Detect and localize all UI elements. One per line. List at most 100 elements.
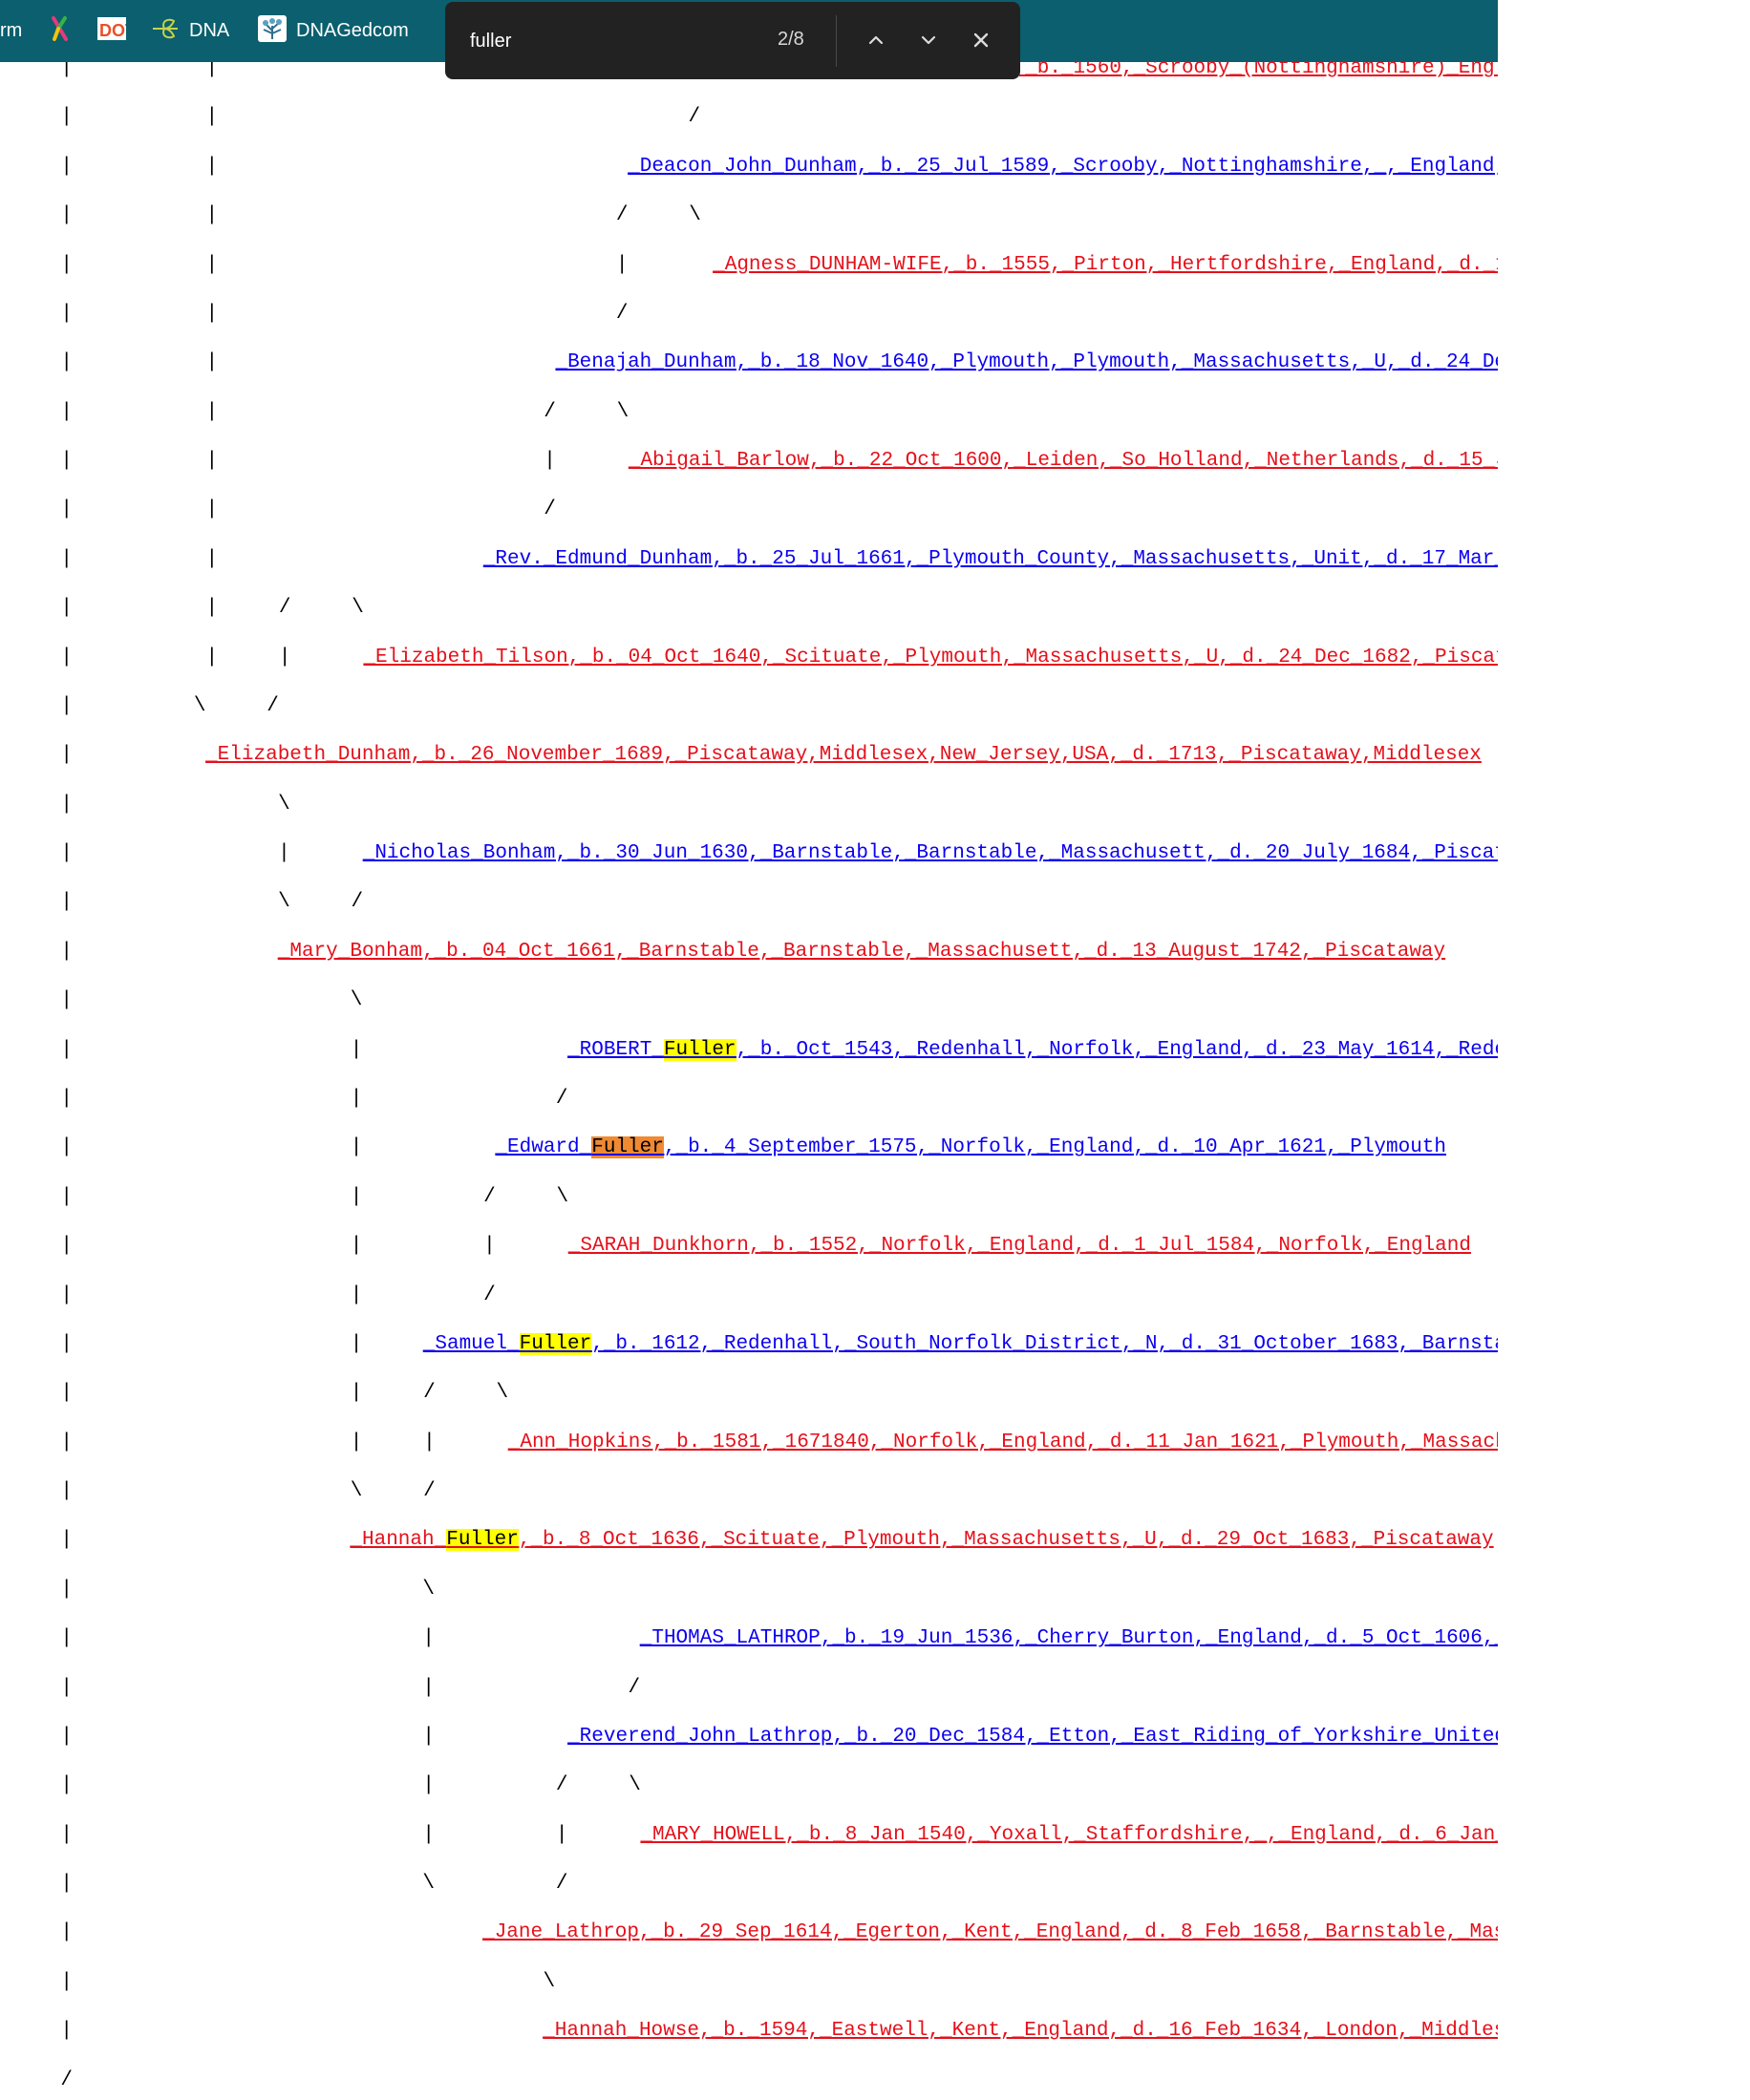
tree-connector: | \	[60, 793, 290, 816]
tree-connector: | | /	[60, 302, 629, 325]
tree-connector: | |	[60, 1038, 363, 1061]
tree-connector: | | /	[60, 1283, 496, 1306]
tree-person-row: | | _THOMAS_LATHROP,_b._19_Jun_1536,_Che…	[0, 1620, 1498, 1658]
tree-connector-row: | \	[0, 1571, 1498, 1609]
pedigree-chart: | | _Thomas_Dunham,_b._1560,_Scrooby_(No…	[0, 0, 1498, 2091]
tree-connector: |	[60, 744, 74, 767]
tree-connector-row: | | / \	[0, 1178, 1498, 1217]
bookmark-partial[interactable]: rm	[0, 0, 22, 62]
close-icon	[973, 32, 989, 48]
tree-connector: | |	[60, 57, 219, 79]
tree-connector: | | |	[60, 253, 629, 276]
person-link[interactable]: _Edward_Fuller,_b._4_September_1575,_Nor…	[495, 1136, 1447, 1159]
colorful-x-icon	[50, 15, 71, 48]
tree-connector: | \	[60, 1970, 556, 1993]
person-link[interactable]: _Ann_Hopkins,_b._1581,_1671840,_Norfolk,…	[507, 1431, 1498, 1453]
find-bar: 2/8	[445, 2, 1020, 79]
tree-connector: |	[60, 1921, 74, 1944]
tree-connector-row: | | /	[0, 1080, 1498, 1118]
tree-connector-row: | | / \	[0, 1374, 1498, 1412]
tree-connector: | |	[60, 1136, 363, 1159]
close-find-button[interactable]	[962, 21, 1000, 59]
person-link[interactable]: _ROBERT_Fuller,_b._Oct_1543,_Redenhall,_…	[567, 1038, 1498, 1061]
tree-connector: | | /	[60, 1676, 641, 1699]
tree-connector: | |	[60, 547, 219, 570]
person-link[interactable]: _Deacon_John_Dunham,_b._25_Jul_1589,_Scr…	[628, 155, 1498, 178]
tree-person-row: | | | _Ann_Hopkins,_b._1581,_1671840,_No…	[0, 1424, 1498, 1462]
tree-person-row: | | | _Agness_DUNHAM-WIFE,_b._1555,_Pirt…	[0, 246, 1498, 285]
svg-text:DOT: DOT	[99, 21, 126, 40]
family-tree-icon	[258, 14, 287, 48]
search-match: Fuller	[519, 1332, 592, 1355]
tree-person-row: | | _Benajah_Dunham,_b._18_Nov_1640,_Ply…	[0, 344, 1498, 382]
tree-connector: | |	[60, 155, 219, 178]
find-input[interactable]	[470, 25, 757, 57]
dna-leaf-icon	[151, 16, 180, 47]
tree-connector: | \ /	[60, 891, 364, 914]
tree-person-row: | _Jane_Lathrop,_b._29_Sep_1614,_Egerton…	[0, 1914, 1498, 1952]
person-link[interactable]: _Rev._Edmund_Dunham,_b._25_Jul_1661,_Ply…	[482, 547, 1498, 570]
person-link[interactable]: _Hannah_Fuller,_b._8_Oct_1636,_Scituate,…	[350, 1529, 1494, 1552]
tree-connector: | | /	[60, 106, 701, 129]
tree-connector-row: | | /	[0, 295, 1498, 333]
tree-connector-row: /	[0, 2062, 1498, 2100]
next-match-button[interactable]	[909, 21, 948, 59]
tree-connector: | \ /	[60, 694, 279, 717]
bookmark-x[interactable]	[50, 0, 80, 62]
tree-connector: | \ /	[60, 1480, 436, 1503]
bookmark-dot[interactable]: DOT	[97, 0, 136, 62]
person-link[interactable]: _SARAH_Dunkhorn,_b._1552,_Norfolk,_Engla…	[567, 1235, 1471, 1258]
tree-connector-row: | | / \	[0, 393, 1498, 432]
bookmark-dnagedcom[interactable]: DNAGedcom	[258, 0, 409, 62]
person-link[interactable]: _Nicholas_Bonham,_b._30_Jun_1630,_Barnst…	[362, 842, 1498, 865]
person-link[interactable]: _Reverend_John_Lathrop,_b._20_Dec_1584,_…	[567, 1725, 1498, 1748]
tree-person-row: | | _ROBERT_Fuller,_b._Oct_1543,_Redenha…	[0, 1031, 1498, 1070]
person-link[interactable]: _MARY_HOWELL,_b._8_Jan_1540,_Yoxall,_Sta…	[640, 1823, 1498, 1846]
tree-person-row: | | _Reverend_John_Lathrop,_b._20_Dec_15…	[0, 1718, 1498, 1756]
tree-connector: | | / \	[60, 1774, 641, 1797]
search-match: Fuller	[446, 1529, 519, 1552]
tree-connector-row: | \ /	[0, 1473, 1498, 1511]
tree-connector: | | / \	[60, 1185, 569, 1208]
bookmark-label: rm	[0, 20, 23, 41]
person-link[interactable]: _Mary_Bonham,_b._04_Oct_1661,_Barnstable…	[277, 940, 1446, 963]
tree-person-row: | | _Deacon_John_Dunham,_b._25_Jul_1589,…	[0, 148, 1498, 186]
person-link[interactable]: _Elizabeth_Tilson,_b._04_Oct_1640,_Scitu…	[363, 646, 1498, 668]
tree-connector: | |	[60, 351, 219, 374]
tree-person-row: | | _Samuel_Fuller,_b._1612,_Redenhall,_…	[0, 1326, 1498, 1364]
tree-person-row: | _Elizabeth_Dunham,_b._26_November_1689…	[0, 736, 1498, 774]
tree-connector-row: | | / \	[0, 1767, 1498, 1805]
person-link[interactable]: _Benajah_Dunham,_b._18_Nov_1640,_Plymout…	[555, 351, 1498, 374]
person-link[interactable]: _Abigail_Barlow,_b._22_Oct_1600,_Leiden,…	[628, 450, 1498, 473]
tree-connector-row: | \	[0, 982, 1498, 1020]
tree-connector: |	[60, 2020, 74, 2043]
tree-connector: /	[60, 2068, 74, 2091]
person-link[interactable]: _THOMAS_LATHROP,_b._19_Jun_1536,_Cherry_…	[639, 1627, 1498, 1650]
previous-match-button[interactable]	[857, 21, 895, 59]
tree-connector: | \	[60, 989, 363, 1012]
tree-connector: |	[60, 940, 74, 963]
person-link[interactable]: _Jane_Lathrop,_b._29_Sep_1614,_Egerton,_…	[482, 1921, 1498, 1944]
tree-connector: | | |	[60, 1431, 436, 1453]
person-link[interactable]: _Hannah_Howse,_b._1594,_Eastwell,_Kent,_…	[543, 2020, 1498, 2043]
person-link[interactable]: _Agness_DUNHAM-WIFE,_b._1555,_Pirton,_He…	[713, 253, 1498, 276]
tree-connector: | | / \	[60, 400, 630, 423]
tree-person-row: | | | _Abigail_Barlow,_b._22_Oct_1600,_L…	[0, 442, 1498, 480]
divider	[836, 15, 837, 67]
person-link[interactable]: _Elizabeth_Dunham,_b._26_November_1689,_…	[205, 744, 1482, 767]
tree-person-row: | | | _MARY_HOWELL,_b._8_Jan_1540,_Yoxal…	[0, 1816, 1498, 1855]
tree-connector-row: | | /	[0, 98, 1498, 137]
tree-person-row: | | | _Elizabeth_Tilson,_b._04_Oct_1640,…	[0, 639, 1498, 677]
person-link[interactable]: _Samuel_Fuller,_b._1612,_Redenhall,_Sout…	[422, 1332, 1498, 1355]
bookmark-dna[interactable]: DNA	[151, 0, 229, 62]
chevron-up-icon	[868, 35, 884, 45]
tree-connector: | | / \	[60, 597, 364, 620]
tree-connector: | | /	[60, 1087, 568, 1110]
bookmark-label: DNAGedcom	[296, 20, 409, 41]
tree-connector-row: | | /	[0, 1277, 1498, 1315]
tree-person-row: | | | _SARAH_Dunkhorn,_b._1552,_Norfolk,…	[0, 1227, 1498, 1265]
tree-connector-row: | | / \	[0, 589, 1498, 627]
tree-connector: | |	[60, 842, 290, 865]
search-match: Fuller	[663, 1038, 736, 1061]
tree-connector: |	[60, 1529, 74, 1552]
